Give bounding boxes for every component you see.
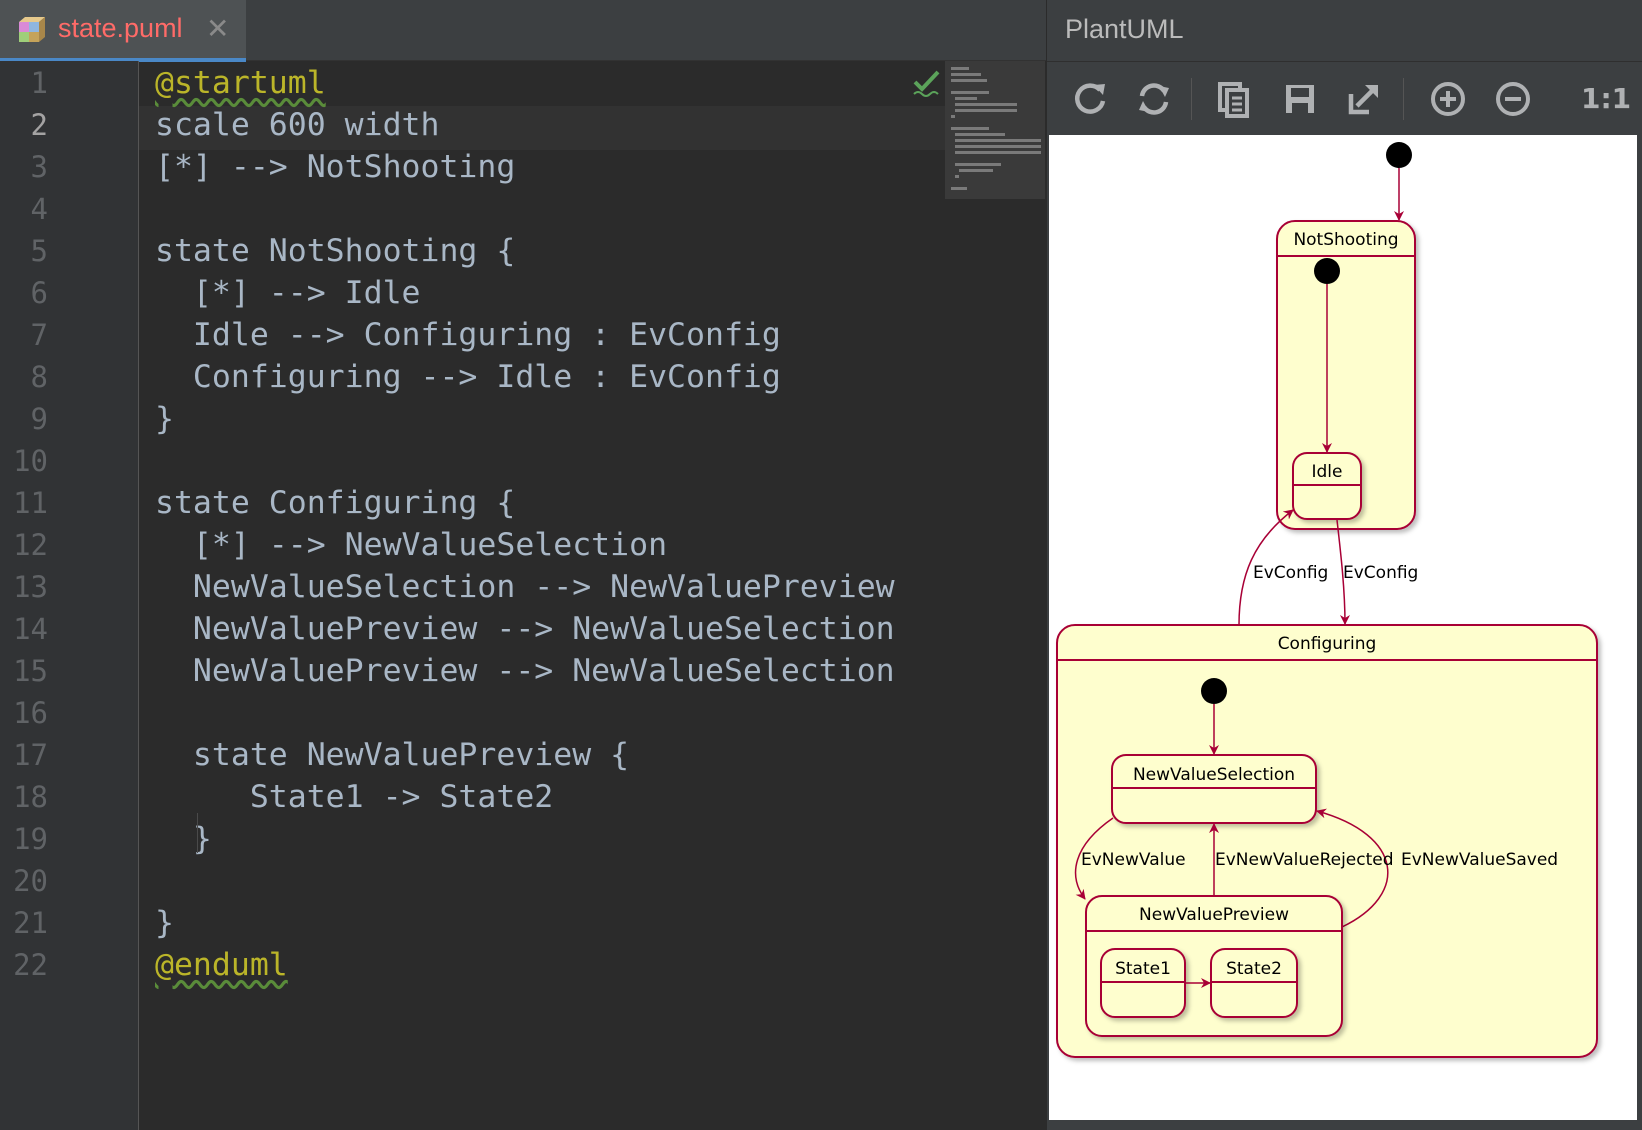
line-number: 2 [30,108,48,142]
state-state1-label: State1 [1115,959,1171,979]
line-number: 1 [30,66,48,100]
initial-state [1314,258,1340,284]
refresh-button[interactable] [1067,76,1113,122]
initial-state [1386,142,1412,168]
code-line: state Configuring { [155,485,516,521]
save-button[interactable] [1277,76,1323,122]
line-number: 18 [13,780,48,814]
copy-button[interactable] [1211,76,1257,122]
actual-size-button[interactable]: 1:1 [1581,82,1632,115]
line-number: 16 [13,696,48,730]
inspection-ok-icon[interactable] [912,68,942,98]
line-number: 15 [13,654,48,688]
tab-close-icon[interactable]: ✕ [206,12,230,45]
code-line: Configuring --> Idle : EvConfig [155,359,781,395]
state-diagram: NotShooting Idle EvConfig EvConfig [1056,142,1598,1058]
line-number: 12 [13,528,48,562]
line-number: 19 [13,822,48,856]
transition-arrow [1238,509,1294,626]
editor-tab-bar: state.puml ✕ [0,0,1046,62]
diagram-canvas[interactable]: NotShooting Idle EvConfig EvConfig [1049,135,1637,1120]
state-newvaluepreview-label: NewValuePreview [1139,905,1289,925]
line-number: 21 [13,906,48,940]
plantuml-pane: PlantUML [1046,0,1642,1130]
state-notshooting-label: NotShooting [1293,230,1398,250]
open-external-icon [1348,85,1378,115]
line-number: 4 [30,192,48,226]
zoom-in-button[interactable] [1425,76,1471,122]
tab-state-puml[interactable]: state.puml ✕ [0,0,246,62]
initial-state [1201,678,1227,704]
code-line: NewValuePreview --> NewValueSelection [155,653,895,689]
sync-button[interactable] [1131,76,1177,122]
transition-label-evnewvalue: EvNewValue [1081,850,1186,870]
plantuml-title: PlantUML [1065,14,1184,44]
transition-label-evnewvaluerejected: EvNewValueRejected [1215,850,1394,870]
state-idle: Idle [1292,452,1362,520]
code-line: State1 -> State2 [155,779,554,815]
transition-label-evconfig: EvConfig [1253,563,1328,583]
code-line: [*] --> NotShooting [155,149,516,185]
state-newvalueselection: NewValueSelection [1111,754,1317,824]
code-directive: @startuml [155,65,326,101]
state-idle-label: Idle [1312,462,1343,482]
code-directive: @enduml [155,947,288,983]
tab-label: state.puml [58,13,183,43]
toolbar-separator [1403,78,1404,120]
line-number: 22 [13,948,48,982]
zoom-out-button[interactable] [1490,76,1536,122]
line-number: 7 [30,318,48,352]
code-line: NewValuePreview --> NewValueSelection [155,611,895,647]
zoom-out-icon [1496,82,1530,116]
line-number: 11 [13,486,48,520]
transition-label-evconfig: EvConfig [1343,563,1418,583]
line-number: 5 [30,234,48,268]
puml-file-icon [19,17,45,42]
line-number: 6 [30,276,48,310]
current-line-highlight [139,106,945,150]
line-number: 8 [30,360,48,394]
state-configuring-label: Configuring [1278,634,1377,654]
code-line: } [155,401,174,437]
line-number: 9 [30,402,48,436]
code-line: [*] --> NewValueSelection [155,527,668,563]
transition-label-evnewvaluesaved: EvNewValueSaved [1401,850,1558,870]
code-minimap[interactable] [945,61,1045,199]
transition-arrow [1336,519,1350,625]
refresh-icon [1074,83,1106,114]
open-external-button[interactable] [1341,76,1387,122]
code-line: @enduml [155,943,288,987]
code-area[interactable]: @startuml scale 600 width [*] --> NotShoot… [139,61,945,1130]
zoom-in-icon [1431,82,1465,116]
line-number: 20 [13,864,48,898]
indent-guide [197,813,198,853]
state-newvalueselection-label: NewValueSelection [1133,765,1295,785]
code-line: state NewValuePreview { [155,737,630,773]
code-line: @startuml [155,61,326,105]
code-line: [*] --> Idle [155,275,421,311]
code-line: } [155,905,174,941]
code-line: state NotShooting { [155,233,516,269]
line-number: 3 [30,150,48,184]
code-line: } [155,821,212,857]
copy-icon [1218,82,1249,118]
toolbar-separator [1191,78,1192,120]
transition-arrow [1316,808,1389,928]
line-number: 10 [13,444,48,478]
line-number: 13 [13,570,48,604]
state-state2-label: State2 [1226,959,1282,979]
state-state2: State2 [1210,948,1298,1018]
code-line: NewValueSelection --> NewValuePreview [155,569,895,605]
line-number: 14 [13,612,48,646]
divider [1047,61,1642,62]
code-line: Idle --> Configuring : EvConfig [155,317,781,353]
sync-icon [1139,83,1169,115]
code-line: scale 600 width [155,107,440,143]
save-icon [1286,85,1314,113]
state-state1: State1 [1100,948,1186,1018]
transition-arrow [1074,817,1114,900]
line-number: 17 [13,738,48,772]
